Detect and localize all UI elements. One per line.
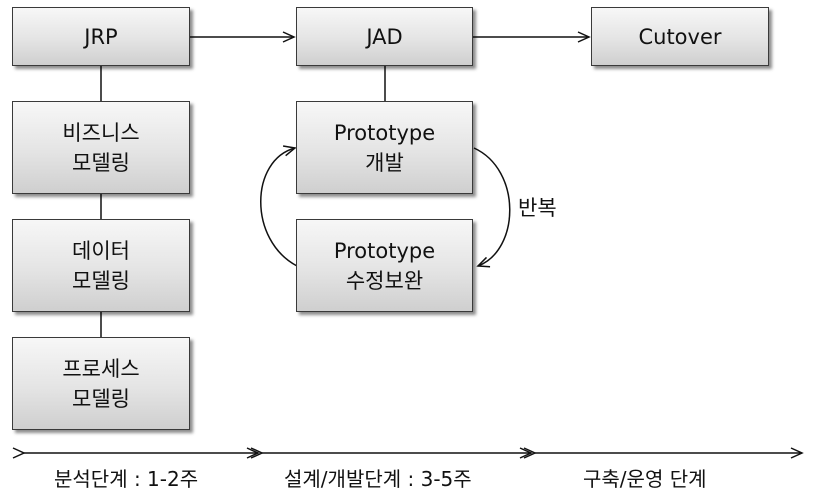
loop-arrow-left <box>260 145 298 267</box>
loop-arrow-right <box>473 147 511 268</box>
prototype-fix-box: Prototype 수정보완 <box>296 219 473 312</box>
jad-label: JAD <box>366 24 403 49</box>
prototype-fix-line2: 수정보완 <box>345 268 424 293</box>
cutover-label: Cutover <box>638 24 722 49</box>
business-modeling-line1: 비즈니스 <box>62 120 140 145</box>
phase-build-label: 구축/운영 단계 <box>583 467 707 491</box>
prototype-fix-line1: Prototype <box>333 238 436 263</box>
process-modeling-box: 프로세스 모델링 <box>12 337 190 430</box>
jrp-box: JRP <box>12 7 190 66</box>
data-modeling-line1: 데이터 <box>72 238 130 263</box>
jad-box: JAD <box>296 7 473 66</box>
prototype-dev-box: Prototype 개발 <box>296 101 473 194</box>
data-modeling-line2: 모델링 <box>72 268 130 293</box>
phase-design-label: 설계/개발단계 : 3-5주 <box>284 467 472 491</box>
process-modeling-line1: 프로세스 <box>62 356 140 381</box>
business-modeling-box: 비즈니스 모델링 <box>12 101 190 194</box>
prototype-dev-line1: Prototype <box>333 120 436 145</box>
process-modeling-line2: 모델링 <box>72 386 130 411</box>
data-modeling-box: 데이터 모델링 <box>12 219 190 312</box>
business-modeling-line2: 모델링 <box>72 150 130 175</box>
phase-analysis-label: 분석단계 : 1-2주 <box>54 467 199 491</box>
prototype-dev-line2: 개발 <box>365 150 404 175</box>
jrp-label: JRP <box>84 24 118 49</box>
repeat-label: 반복 <box>518 196 557 220</box>
cutover-box: Cutover <box>591 7 769 66</box>
